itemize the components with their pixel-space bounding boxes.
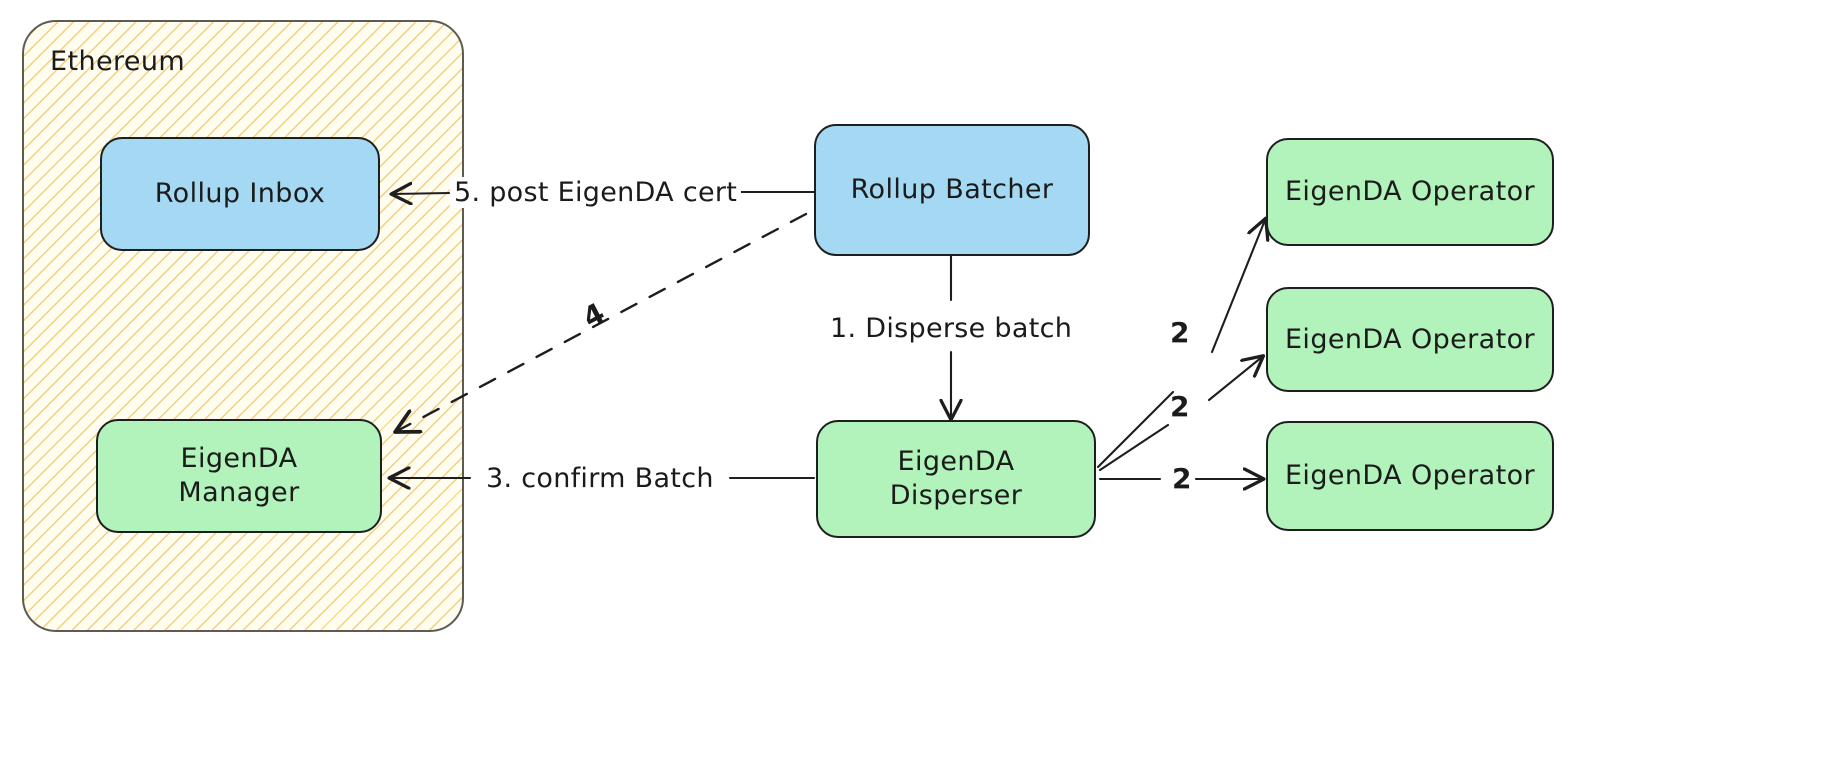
node-eigenda-operator-2[interactable]: EigenDA Operator [1266, 287, 1554, 392]
group-ethereum-label: Ethereum [50, 46, 186, 77]
edge-label-disperse-batch: 1. Disperse batch [826, 313, 1077, 344]
node-rollup-batcher[interactable]: Rollup Batcher [814, 124, 1090, 256]
edge-label-confirm-batch: 3. confirm Batch [482, 463, 718, 494]
edge-label-post-eigenda-cert: 5. post EigenDA cert [450, 177, 742, 208]
node-eigenda-disperser[interactable]: EigenDA Disperser [816, 420, 1096, 538]
node-rollup-inbox[interactable]: Rollup Inbox [100, 137, 380, 251]
group-ethereum[interactable] [22, 20, 464, 632]
node-eigenda-manager[interactable]: EigenDA Manager [96, 419, 382, 533]
node-eigenda-operator-3[interactable]: EigenDA Operator [1266, 421, 1554, 531]
edge-label-2-operator-3: 2 [1172, 462, 1192, 495]
edge-label-2-operator-1: 2 [1170, 316, 1190, 349]
edge-label-2-operator-2: 2 [1170, 390, 1190, 423]
edge-label-4: 4 [577, 296, 611, 335]
node-eigenda-operator-1[interactable]: EigenDA Operator [1266, 138, 1554, 246]
